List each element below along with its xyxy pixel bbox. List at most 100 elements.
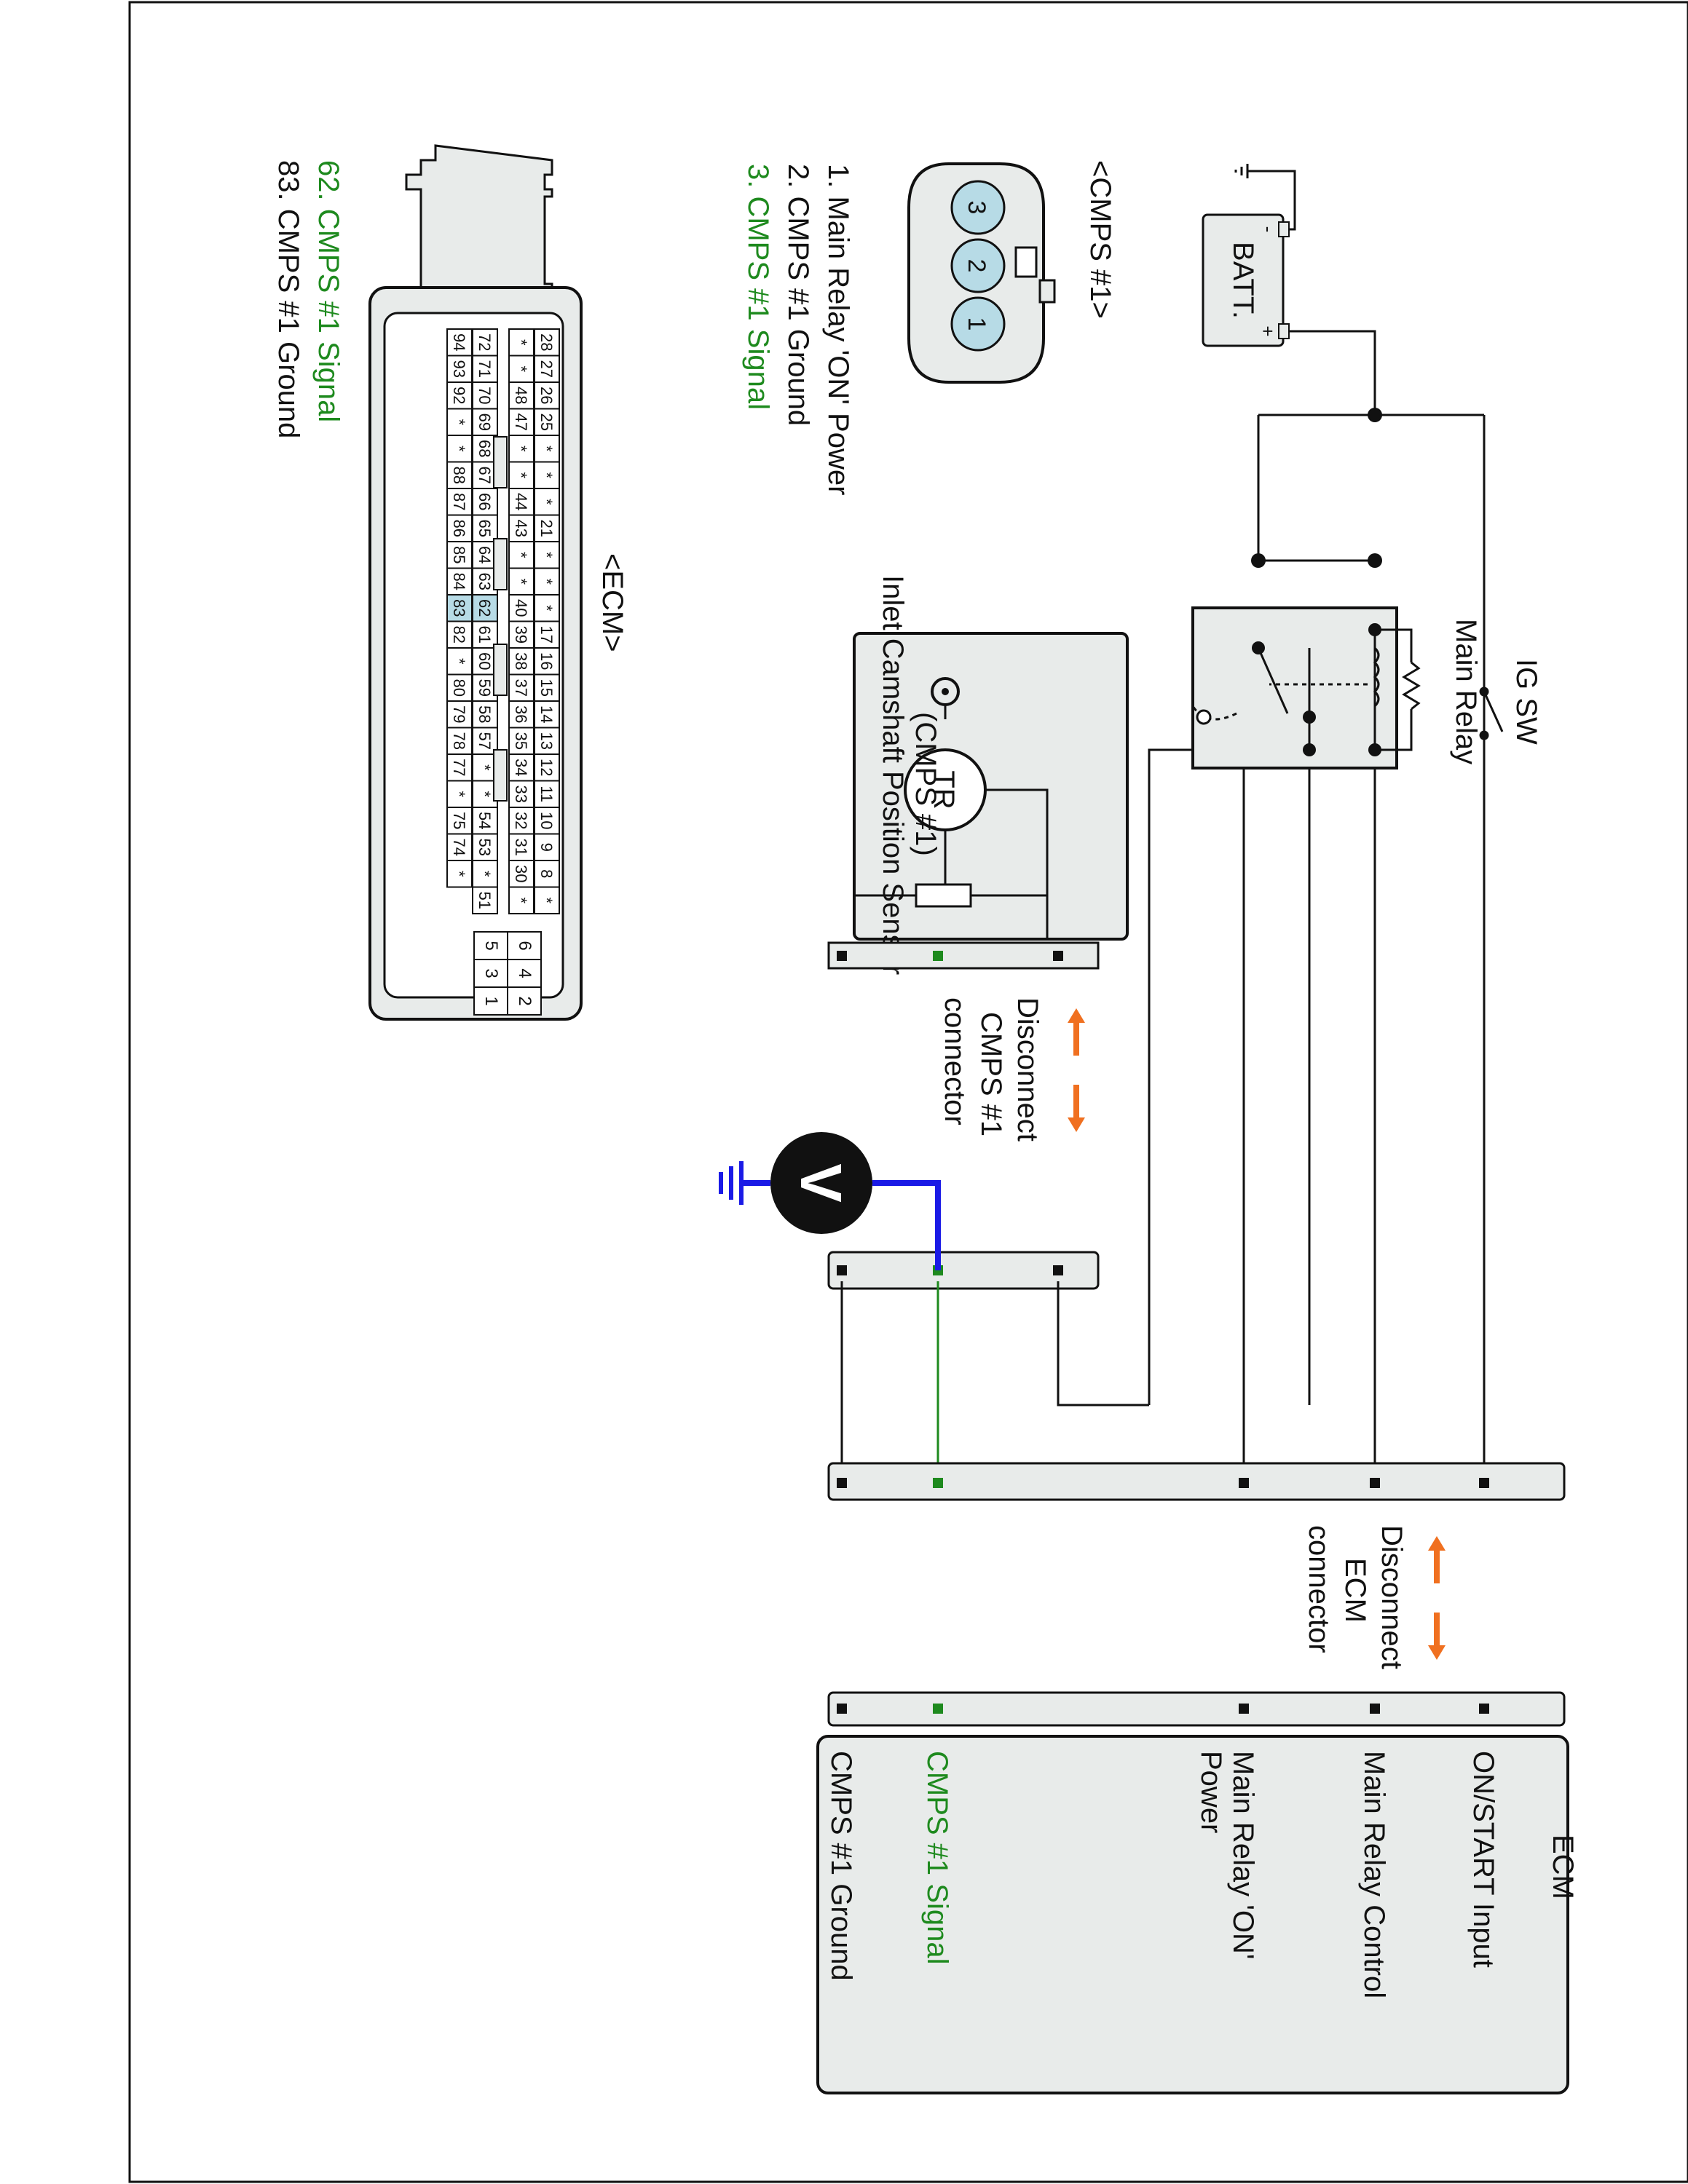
ecm-pin-number: 33 [512, 786, 530, 803]
ecm-pin-number: 21 [537, 520, 556, 537]
ecm-pin-number: * [512, 472, 530, 478]
ecm-pin-number: 48 [512, 387, 530, 404]
ecm-pin-number: 8 [537, 869, 556, 878]
ecm-pin-number: * [537, 897, 556, 903]
ecm-pin-number: * [450, 419, 468, 425]
ecm-pin-number: * [537, 578, 556, 585]
disconnect-cmps-arrows [1068, 1008, 1085, 1132]
ecm-pin-number: 75 [450, 812, 468, 829]
battery-ground-symbol [1234, 164, 1296, 231]
ecm-key [493, 436, 508, 488]
ecm-pin-number: 94 [450, 333, 468, 351]
ecm-legend-item: 83. CMPS #1 Ground [272, 160, 304, 438]
ecm-pin-number: 67 [476, 467, 494, 484]
ig-sw-label: IG SW [1510, 659, 1542, 745]
ecm-pin-number: 38 [512, 652, 530, 670]
voltmeter: V [719, 1132, 941, 1270]
sensor-name-line1: Inlet Camshaft Position Sensor [877, 575, 909, 975]
ecm-pin-label: CMPS #1 Signal [921, 1751, 953, 1964]
power-wires [1148, 330, 1486, 1478]
ecm-pin-number: * [450, 871, 468, 877]
ecm-small-pin-number: 1 [481, 996, 501, 1005]
ecm-pin-number: 84 [450, 573, 468, 590]
ecm-pin-number: 51 [476, 892, 494, 909]
cmps-mating-strip [827, 1251, 1100, 1290]
ecm-pin-number: * [512, 552, 530, 558]
ecm-pin-number: * [450, 446, 468, 452]
ecm-pin-number: * [537, 472, 556, 478]
ecm-pin-number: 10 [537, 812, 556, 829]
ecm-pin-number: 9 [537, 843, 556, 852]
ecm-pin-number: 72 [476, 333, 494, 351]
cmps-pin [950, 296, 1006, 352]
ecm-pin-number: 43 [512, 520, 530, 537]
ecm-pin-number: 70 [476, 387, 494, 404]
cmps-pin [950, 238, 1006, 293]
ecm-small-pin-number: 6 [515, 941, 535, 950]
svg-text:CMPS #1: CMPS #1 [975, 1012, 1007, 1136]
ecm-pin-label: ON/START Input [1467, 1751, 1499, 1968]
ecm-pin-number: * [537, 605, 556, 612]
ecm-pin-number: * [537, 446, 556, 452]
ecm-pin-number: 59 [476, 679, 494, 697]
ecm-key [493, 749, 508, 802]
ecm-small-pin-number: 3 [481, 968, 501, 978]
ecm-pin-number: 69 [476, 414, 494, 431]
ecm-pin-label: Main Relay 'ON' [1227, 1751, 1259, 1959]
ecm-pin-number: 58 [476, 705, 494, 723]
ecm-pin-number: 66 [476, 493, 494, 510]
ecm-pin-number: 11 [537, 786, 556, 802]
ecm-pin-cell [534, 886, 560, 914]
ecm-pin-number: 85 [450, 546, 468, 563]
ecm-pin-number: 47 [512, 414, 530, 431]
ecm-pin-number: * [476, 764, 494, 771]
ecm-pin-number: 26 [537, 387, 556, 404]
disconnect-ecm-label: Disconnect ECM connector [1303, 1525, 1408, 1669]
ecm-connector-grid: 949392**88878685848382*80797877*7574*727… [446, 328, 560, 914]
ecm-key [493, 644, 508, 696]
battery: BATT. - + [1202, 213, 1290, 347]
ecm-pin-number: 68 [476, 440, 494, 457]
ecm-pin-number: 77 [450, 759, 468, 776]
ecm-pin-number: 35 [512, 732, 530, 750]
disconnect-cmps-label: Disconnect CMPS #1 connector [939, 997, 1044, 1142]
ecm-pin-number: 15 [537, 679, 556, 697]
ecm-block [816, 1691, 1569, 2094]
ecm-pin-number: 44 [512, 493, 530, 510]
ecm-pin-number: 80 [450, 679, 468, 697]
ecm-pin-number: * [512, 578, 530, 585]
ecm-pin-number: 17 [537, 626, 556, 644]
ecm-pin-number: * [476, 871, 494, 877]
ecm-pin-number: 60 [476, 652, 494, 670]
ecm-pin-number: 78 [450, 732, 468, 750]
ecm-pin-number: 36 [512, 705, 530, 723]
ecm-pin-number: 82 [450, 626, 468, 644]
ecm-pin-number: 93 [450, 360, 468, 378]
ecm-pin-number: 64 [476, 546, 494, 563]
cmps-legend-item: 1. Main Relay 'ON' Power [822, 164, 854, 495]
ecm-pin-number: * [512, 897, 530, 903]
ecm-pin-number: 53 [476, 839, 494, 856]
ecm-pin-number: 86 [450, 520, 468, 537]
ecm-pin-number: * [512, 339, 530, 346]
tr-label: TR [928, 770, 960, 809]
ecm-pin-number: 32 [512, 812, 530, 829]
ecm-pin-label: Power [1195, 1751, 1227, 1833]
ecm-pin-number: 92 [450, 387, 468, 404]
ecm-pin-number: 30 [512, 865, 530, 882]
ecm-pin-number: 27 [537, 360, 556, 378]
ecm-pin-number: * [537, 499, 556, 505]
ecm-mating-strip [827, 1462, 1566, 1501]
cmps-pin-number: 3 [963, 201, 990, 215]
cmps-legend-item: 3. CMPS #1 Signal [742, 164, 774, 410]
ecm-pin-number: 12 [537, 759, 556, 776]
cmps-pin [950, 180, 1006, 235]
cmps-to-ecm-wires [840, 1281, 1149, 1478]
junction-dots [1251, 408, 1382, 568]
ecm-legend-item: 62. CMPS #1 Signal [312, 160, 344, 422]
ig-switch [1479, 687, 1504, 740]
ecm-pin-number: 34 [512, 759, 530, 776]
ecm-pin-number: 25 [537, 414, 556, 431]
